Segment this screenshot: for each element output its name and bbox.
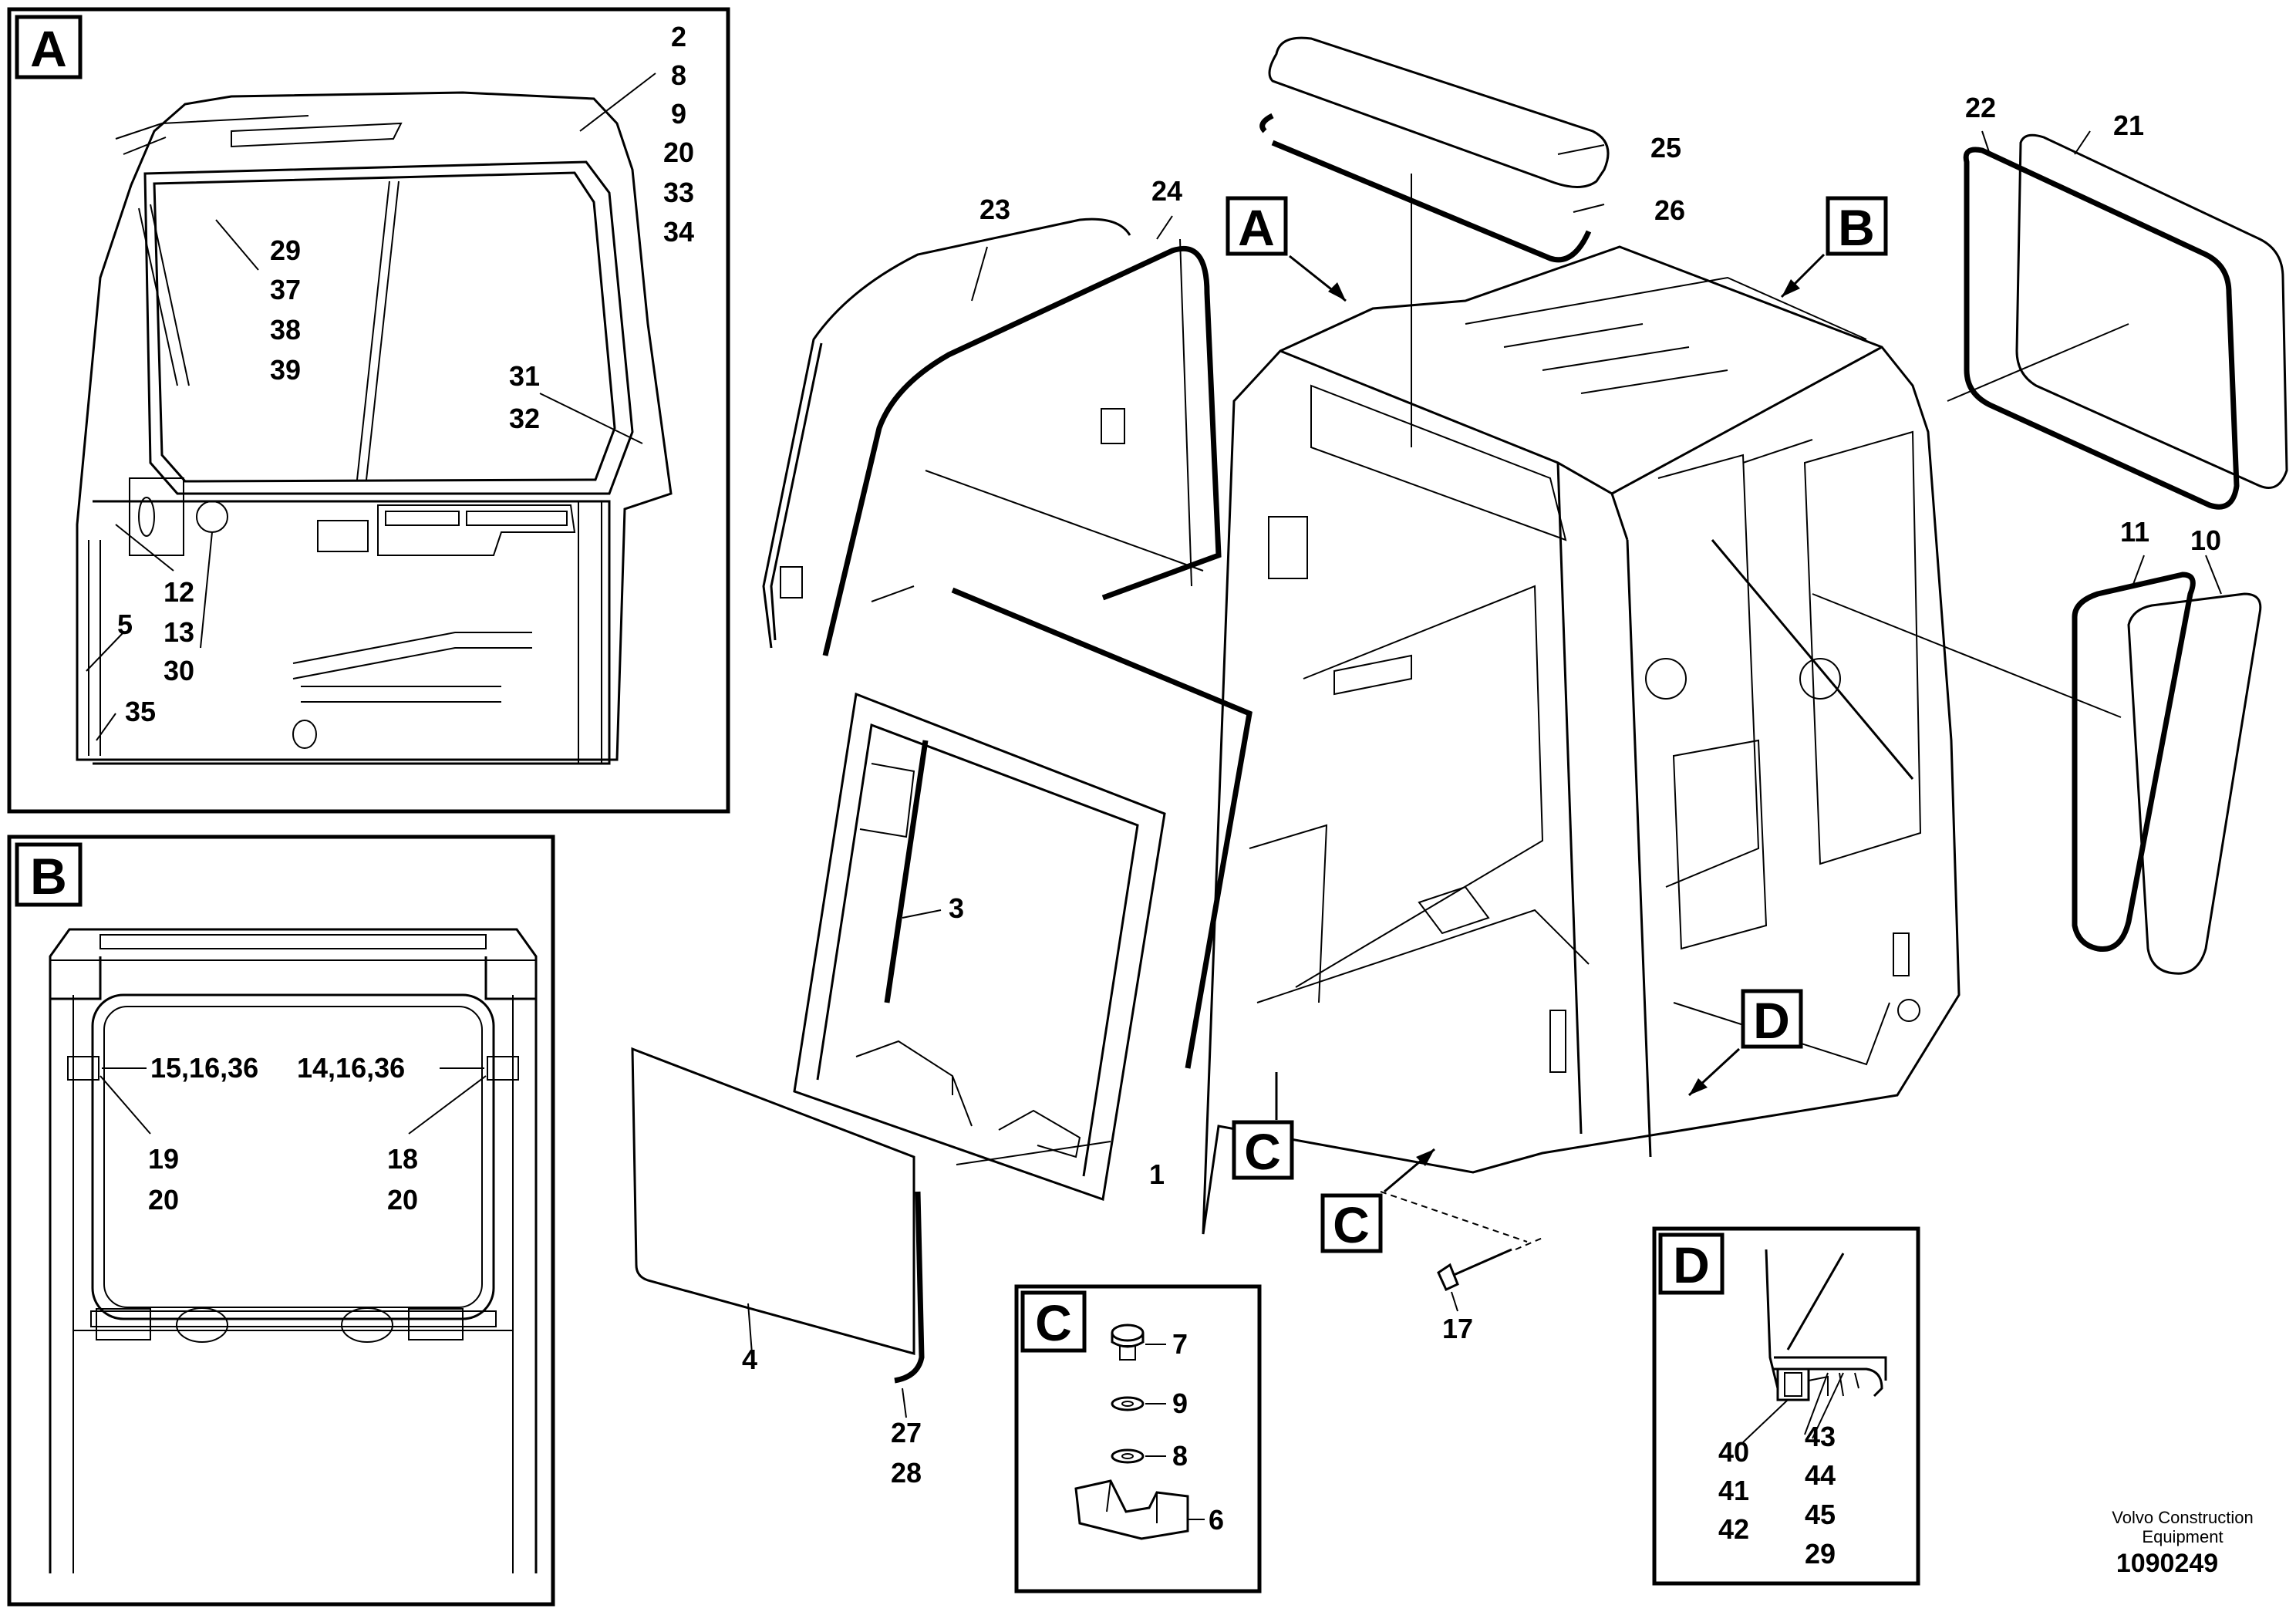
svg-text:A: A — [1238, 199, 1275, 256]
callout-32: 32 — [509, 403, 540, 434]
roof-glass — [1259, 36, 1610, 447]
callout-20-right: 20 — [387, 1184, 418, 1216]
detail-a-panel: A — [7, 7, 730, 814]
callout-20-left: 20 — [148, 1184, 179, 1216]
callout-42: 42 — [1718, 1513, 1749, 1545]
detail-a-letter: A — [30, 20, 67, 77]
svg-text:D: D — [1753, 992, 1790, 1049]
detail-a-tag — [15, 15, 83, 79]
cab-main-drawing — [1202, 245, 1961, 1235]
marker-c2: C — [1320, 1148, 1435, 1253]
door-glass — [762, 218, 1222, 656]
callout-26: 26 — [1654, 194, 1685, 226]
callout-15-16-36: 15,16,36 — [150, 1052, 258, 1084]
brand-line-1: Volvo Construction — [2112, 1508, 2253, 1527]
callout-4: 4 — [742, 1344, 757, 1375]
callout-27: 27 — [891, 1417, 922, 1448]
callout-5: 5 — [117, 609, 133, 640]
document-number: 1090249 — [2116, 1549, 2218, 1578]
door-drawing — [76, 91, 673, 765]
bolt-17 — [1380, 1191, 1543, 1291]
detail-d-letter: D — [1673, 1236, 1710, 1293]
callout-9c: 9 — [1172, 1388, 1188, 1419]
rear-glass — [1947, 130, 2288, 510]
callout-11: 11 — [2120, 516, 2149, 548]
callout-37: 37 — [270, 274, 301, 305]
detail-d-tag — [1658, 1233, 1725, 1295]
callout-25: 25 — [1650, 132, 1681, 164]
front-window-frame — [793, 587, 1253, 1202]
callout-2: 2 — [671, 21, 686, 52]
callout-8: 8 — [671, 59, 686, 91]
brand-line-2: Equipment — [2142, 1527, 2223, 1546]
side-glass — [1812, 555, 2262, 975]
marker-b: B — [1780, 196, 1888, 298]
callout-13: 13 — [164, 616, 194, 648]
detail-b-letter: B — [30, 848, 67, 905]
callout-8c: 8 — [1172, 1440, 1188, 1472]
detail-c-tag — [1020, 1290, 1087, 1353]
callout-10: 10 — [2190, 524, 2221, 556]
detail-c-letter: C — [1035, 1294, 1072, 1351]
callout-3: 3 — [949, 892, 964, 924]
svg-text:C: C — [1333, 1196, 1370, 1253]
detail-b-tag — [15, 842, 83, 907]
callout-17: 17 — [1442, 1313, 1473, 1344]
lower-front-glass — [631, 1047, 925, 1384]
callout-6: 6 — [1209, 1504, 1224, 1536]
callout-30: 30 — [164, 655, 194, 686]
callout-44: 44 — [1805, 1459, 1836, 1491]
callout-24: 24 — [1151, 175, 1182, 207]
callout-20: 20 — [663, 137, 694, 168]
callout-22: 22 — [1965, 92, 1996, 123]
callout-45: 45 — [1805, 1499, 1836, 1530]
svg-text:B: B — [1838, 199, 1875, 256]
marker-d: D — [1687, 989, 1803, 1097]
marker-c1: C — [1232, 1072, 1294, 1180]
detail-b-panel: B 15,16,36 14,16,36 19 20 18 20 — [7, 835, 555, 1607]
rear-window-drawing — [49, 928, 538, 1573]
callout-1: 1 — [1149, 1158, 1165, 1190]
marker-a: A — [1226, 196, 1347, 302]
callout-34: 34 — [663, 216, 694, 248]
callout-29d: 29 — [1805, 1538, 1836, 1570]
callout-40: 40 — [1718, 1436, 1749, 1468]
fastener-stack — [1074, 1324, 1189, 1540]
callout-31: 31 — [509, 360, 540, 392]
callout-19: 19 — [148, 1143, 179, 1175]
callout-14-16-36: 14,16,36 — [297, 1052, 405, 1084]
callout-9: 9 — [671, 98, 686, 130]
seal-profile — [1765, 1249, 1887, 1401]
callout-21: 21 — [2113, 110, 2144, 141]
callout-29: 29 — [270, 234, 301, 266]
callout-28: 28 — [891, 1457, 922, 1489]
callout-35: 35 — [125, 696, 156, 727]
callout-41: 41 — [1718, 1475, 1749, 1506]
callout-38: 38 — [270, 314, 301, 346]
callout-33: 33 — [663, 177, 694, 208]
callout-18: 18 — [387, 1143, 418, 1175]
callout-43: 43 — [1805, 1421, 1836, 1452]
callout-23: 23 — [979, 194, 1010, 225]
callout-39: 39 — [270, 354, 301, 386]
detail-d-panel: D 40 41 42 43 44 45 29 — [1652, 1226, 1920, 1586]
svg-text:C: C — [1244, 1123, 1281, 1180]
detail-c-panel: C 7 9 8 6 — [1014, 1284, 1262, 1593]
callout-12: 12 — [164, 576, 194, 608]
callout-7: 7 — [1172, 1328, 1188, 1360]
